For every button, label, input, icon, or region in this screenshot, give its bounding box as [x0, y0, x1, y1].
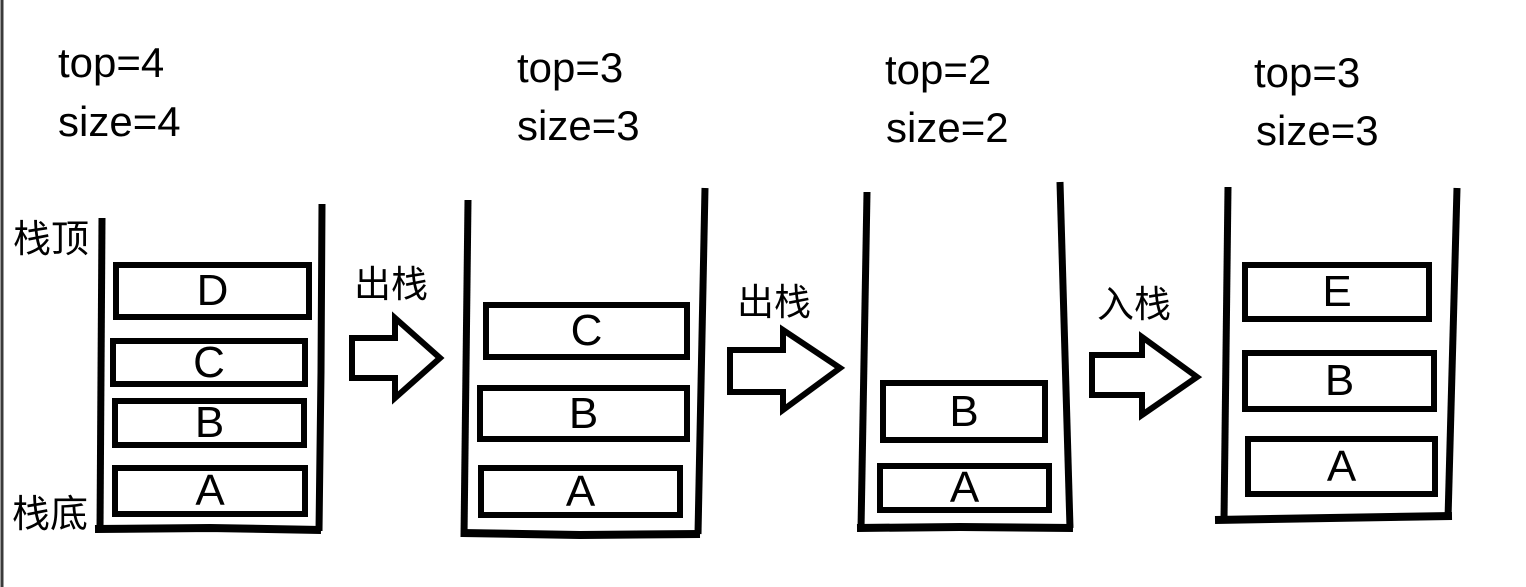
top-pointer-label: top=3 [517, 44, 624, 91]
top-pointer-label: top=3 [1254, 49, 1361, 96]
pop-arrow-label: 出栈 [737, 282, 811, 323]
stack2-right-wall [694, 187, 709, 535]
stack1-left-wall [96, 217, 106, 532]
stack-item-letter: A [565, 466, 596, 516]
stack-item-box: B [1242, 350, 1437, 412]
stack-item-box: B [880, 380, 1048, 443]
stack1-bottom-line [94, 523, 322, 534]
stack-item-letter: A [949, 463, 980, 512]
stack-item-letter: A [195, 466, 225, 515]
pop-arrow-icon [727, 324, 846, 416]
stack-item-letter: C [193, 337, 225, 387]
pop-arrow-icon [349, 311, 445, 405]
stack-item-letter: B [1324, 356, 1355, 405]
top-pointer-label: top=2 [885, 46, 992, 93]
stack-item-box: B [112, 398, 307, 448]
size-label: size=3 [1256, 107, 1379, 154]
stack-item-box: C [483, 302, 690, 360]
stack4-left-wall [1220, 186, 1232, 521]
stack-item-box: E [1242, 262, 1432, 322]
stack-item-letter: B [949, 386, 979, 436]
size-label: size=4 [58, 98, 181, 145]
stack-item-letter: D [196, 266, 229, 315]
stack-bottom-label: 栈底 [12, 494, 89, 536]
stack-item-box: C [110, 338, 308, 387]
stack-item-box: A [478, 465, 683, 518]
stack4-right-wall [1444, 187, 1461, 520]
stack-item-letter: C [570, 306, 603, 355]
push-arrow-label: 入栈 [1097, 284, 1171, 325]
stack2-left-wall [460, 199, 472, 538]
stack1-right-wall [315, 203, 326, 532]
push-arrow-icon [1089, 331, 1203, 421]
stack-item-letter: B [194, 398, 225, 447]
stack-item-box: A [877, 463, 1052, 513]
size-label: size=3 [517, 102, 640, 149]
size-label: size=2 [886, 104, 1009, 151]
stack-item-box: B [477, 385, 690, 442]
stack-item-box: A [1245, 436, 1438, 497]
stack-item-box: A [112, 465, 308, 517]
stack3-right-wall [1056, 181, 1074, 529]
top-pointer-label: top=4 [58, 39, 165, 86]
stack2-bottom-line [461, 529, 701, 540]
stack-item-box: D [113, 262, 312, 320]
stack3-left-wall [857, 191, 871, 530]
stack-top-label: 栈顶 [13, 219, 90, 261]
stack-item-letter: B [568, 388, 599, 438]
stack-item-letter: E [1322, 267, 1352, 316]
stack3-bottom-line [856, 522, 1074, 532]
pop-arrow-label: 出栈 [354, 264, 428, 305]
stack4-bottom-line [1214, 512, 1453, 524]
stack-item-letter: A [1326, 441, 1357, 491]
